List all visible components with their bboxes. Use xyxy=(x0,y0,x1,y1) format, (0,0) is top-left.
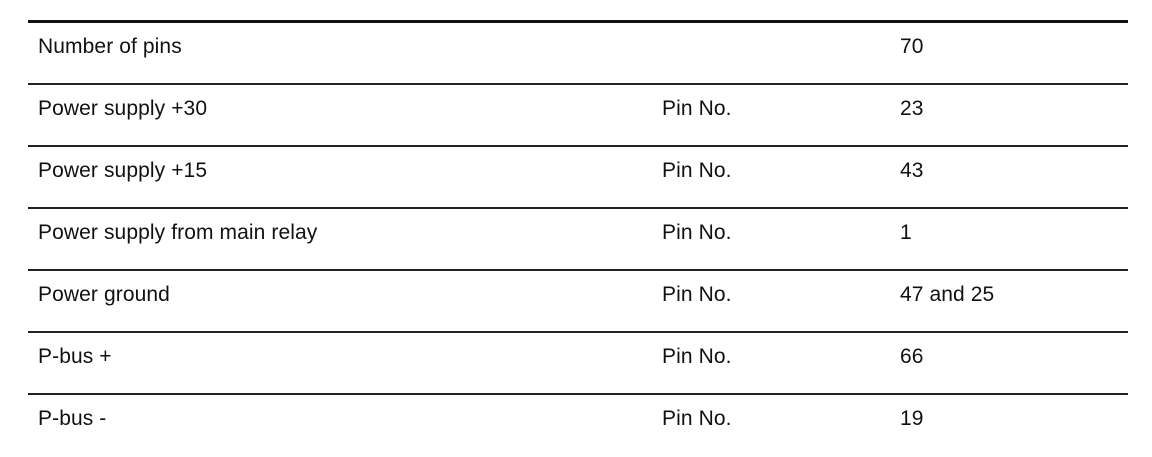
table-top-rule xyxy=(28,20,1128,23)
row-parameter: Number of pins xyxy=(38,35,182,58)
table-row: Power ground Pin No. 47 and 25 xyxy=(28,271,1128,333)
row-label: Pin No. xyxy=(662,407,732,430)
row-value: 43 xyxy=(900,159,924,182)
row-label: Pin No. xyxy=(662,159,732,182)
row-parameter: Power supply +15 xyxy=(38,159,208,182)
row-label: Pin No. xyxy=(662,283,732,306)
row-value: 66 xyxy=(900,345,924,368)
table-row: P-bus - Pin No. 19 xyxy=(28,395,1128,457)
table-row: Power supply +15 Pin No. 43 xyxy=(28,147,1128,209)
row-parameter: Power supply +30 xyxy=(38,97,208,120)
table-row: Power supply from main relay Pin No. 1 xyxy=(28,209,1128,271)
row-parameter: Power supply from main relay xyxy=(38,221,318,244)
row-parameter: P-bus + xyxy=(38,345,112,368)
row-value: 1 xyxy=(900,221,912,244)
row-label: Pin No. xyxy=(662,345,732,368)
table-row: Power supply +30 Pin No. 23 xyxy=(28,85,1128,147)
pin-spec-table: Number of pins 70 Power supply +30 Pin N… xyxy=(28,20,1128,457)
row-label: Pin No. xyxy=(662,221,732,244)
table-row: Number of pins 70 xyxy=(28,23,1128,85)
row-value: 70 xyxy=(900,35,924,58)
row-label: Pin No. xyxy=(662,97,732,120)
row-parameter: P-bus - xyxy=(38,407,107,430)
row-parameter: Power ground xyxy=(38,283,170,306)
row-value: 47 and 25 xyxy=(900,283,995,306)
table-row: P-bus + Pin No. 66 xyxy=(28,333,1128,395)
row-value: 19 xyxy=(900,407,924,430)
row-value: 23 xyxy=(900,97,924,120)
